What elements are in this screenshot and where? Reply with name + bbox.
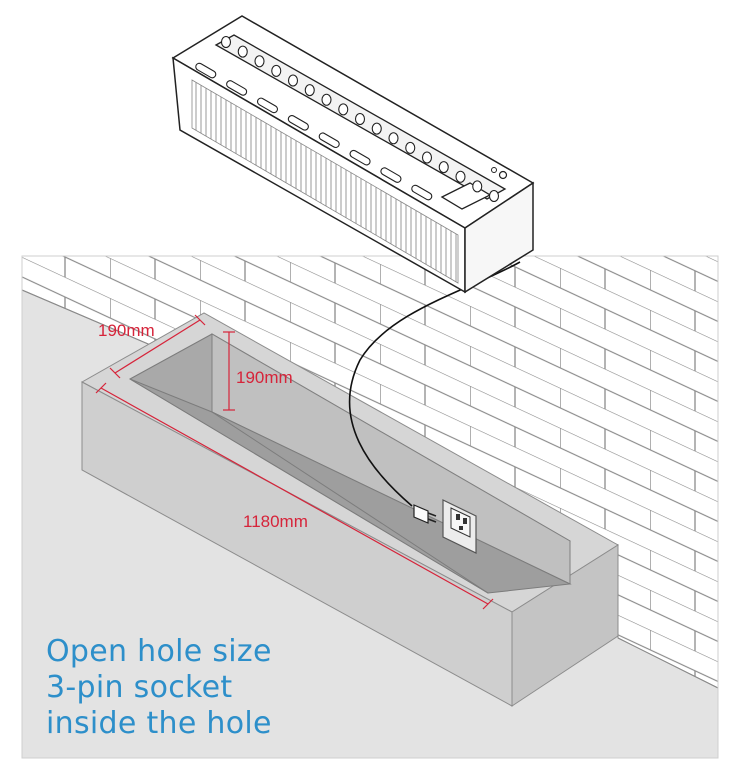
burner-hole-icon xyxy=(388,132,399,145)
burner-hole-icon xyxy=(371,122,382,135)
insert-end xyxy=(464,181,534,294)
burner-hole-icon xyxy=(237,45,248,58)
burner-hole-icon xyxy=(354,112,366,126)
slot-icon xyxy=(287,115,309,131)
burner-hole-icon xyxy=(438,161,449,174)
indicator-icon xyxy=(491,167,497,173)
box-end xyxy=(511,544,619,707)
slot-icon xyxy=(380,167,402,183)
burner-hole-icon xyxy=(304,84,315,97)
caption-line-2: 3-pin socket xyxy=(46,670,233,705)
burner-hole-icon xyxy=(421,151,433,164)
slot-icon xyxy=(349,149,371,166)
socket-outlet xyxy=(442,499,477,554)
insert-details xyxy=(195,35,500,203)
burner-hole-icon xyxy=(287,74,299,87)
caption-line-1: Open hole size xyxy=(46,634,272,669)
slot-icon xyxy=(411,184,433,201)
slot-icon xyxy=(195,62,217,79)
depth-dimension-label: 190mm xyxy=(236,368,293,387)
burner-hole-icon xyxy=(405,141,416,154)
slot-icon xyxy=(226,80,248,96)
caption-line-3: inside the hole xyxy=(46,706,272,741)
vent-grille xyxy=(191,79,459,284)
burner-hole-icon xyxy=(321,93,332,106)
burner-hole-icon xyxy=(271,64,282,77)
burner-hole-icon xyxy=(254,55,265,68)
burner-hole-icon xyxy=(472,180,483,193)
width-dimension-label: 190mm xyxy=(98,321,155,340)
caption: Open hole size 3-pin socket inside the h… xyxy=(46,634,272,742)
dimension-lines xyxy=(95,314,494,610)
burner-hole-icon xyxy=(338,103,349,116)
plug xyxy=(413,504,437,524)
burner-hole-icon xyxy=(455,170,466,183)
power-button-icon xyxy=(498,170,508,180)
slot-icon xyxy=(318,132,340,149)
burner-hole-icon xyxy=(220,35,232,49)
length-dimension-label: 1180mm xyxy=(243,512,308,531)
slot-icon xyxy=(256,97,279,114)
burner-hole-icon xyxy=(488,189,500,203)
